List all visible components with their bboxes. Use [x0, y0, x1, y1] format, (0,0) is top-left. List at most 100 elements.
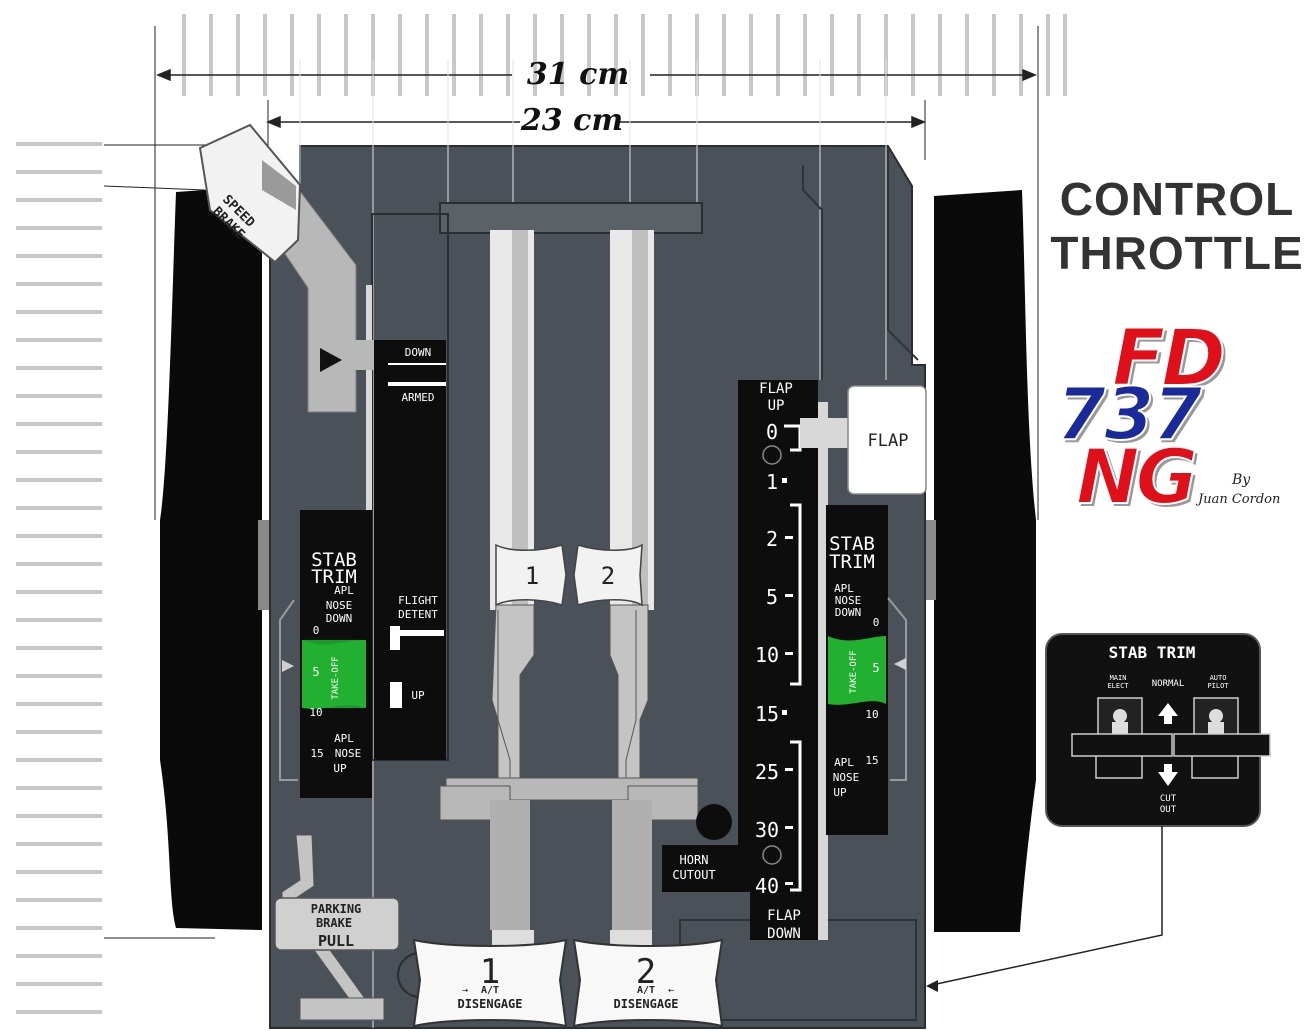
flap-lever-label: FLAP: [868, 431, 909, 451]
flight-detent-mark: [390, 626, 400, 650]
speed-brake-panel: [374, 340, 446, 760]
stab-trim-right-title-2: TRIM: [829, 551, 875, 573]
normal-arrow-icon: [1158, 703, 1178, 724]
stab-trim-right-takeoff: TAKE-OFF: [849, 650, 859, 693]
at-disengage-2-label: DISENGAGE: [613, 997, 678, 1011]
flight-detent-bar: [390, 630, 444, 636]
stab-trim-right-tick-15: 15: [865, 754, 878, 767]
top-crossbar: [439, 202, 703, 234]
stab-trim-left-up: UP: [333, 762, 347, 775]
stab-trim-right-tick-0: 0: [873, 616, 880, 629]
speed-brake-arm: [348, 340, 374, 370]
flap-lever-handle[interactable]: [847, 385, 927, 495]
flap-tick-marks: [782, 478, 793, 885]
flap-lever-arm: [800, 418, 852, 448]
flap-gate-icon: [762, 845, 782, 865]
stab-trim-panel-title: STAB TRIM: [1109, 643, 1196, 662]
speed-brake-handle[interactable]: [198, 123, 302, 264]
speed-brake-armed-label: ARMED: [401, 391, 434, 404]
left-ruler: [16, 142, 102, 1014]
stab-trim-right-apl-2: APL: [834, 756, 854, 769]
left-grip-pin: [258, 520, 272, 610]
toga-crossbar: [439, 777, 699, 946]
horn-cutout-label-1: HORN: [680, 853, 709, 867]
stab-trim-panel-normal: NORMAL: [1152, 679, 1185, 689]
at-disengage-1-label: DISENGAGE: [457, 997, 522, 1011]
speed-brake-down-label: DOWN: [405, 346, 432, 359]
dimension-inner: 23 cm: [520, 103, 623, 138]
stab-trim-panel-main-elect: MAIN: [1110, 674, 1127, 682]
speed-brake-pointer: [320, 348, 342, 372]
title-line-2: THROTTLE: [1050, 227, 1304, 279]
cutout-arrow-icon: [1158, 764, 1178, 786]
stab-trim-panel-pilot: PILOT: [1207, 682, 1229, 690]
parking-brake-label-1: PARKING: [311, 902, 362, 916]
at-disengage-2-arrow: ←: [668, 985, 674, 996]
stab-trim-panel-cut: CUT: [1160, 794, 1177, 804]
flap-header-2: UP: [768, 398, 785, 414]
flap-pos-10: 10: [755, 643, 779, 667]
logo-author: Juan Cordon: [1198, 492, 1281, 507]
at-disengage-1[interactable]: [412, 938, 568, 1028]
at-disengage-2[interactable]: [572, 938, 724, 1028]
logo-737: 737: [1055, 371, 1203, 457]
at-disengage-1-number: 1: [480, 952, 500, 992]
flap-pos-25: 25: [755, 760, 779, 784]
flight-detent-label-2: DETENT: [398, 608, 438, 621]
flap-pos-2: 2: [766, 527, 778, 551]
title-line-1: CONTROL: [1059, 173, 1295, 225]
flap-pos-30: 30: [755, 818, 779, 842]
parking-brake-label-3: PULL: [318, 932, 354, 950]
stab-trim-right-title-1: STAB: [829, 533, 875, 555]
stab-trim-right-down: DOWN: [835, 606, 862, 619]
thrust-lever-2-number: 2: [601, 562, 615, 590]
stab-trim-left-nose-2: NOSE: [335, 747, 362, 760]
flap-rail: [818, 402, 828, 940]
at-disengage-1-arrow: →: [462, 985, 468, 996]
flap-gate-icon: [762, 445, 782, 465]
top-ruler: [182, 14, 1067, 96]
at-disengage-2-at: A/T: [637, 985, 655, 996]
parking-brake-label-2: BRAKE: [316, 916, 352, 930]
stab-trim-switches[interactable]: [1071, 697, 1271, 779]
speed-brake-up-label: UP: [411, 689, 425, 702]
body-bevel: [802, 165, 823, 380]
flap-pos-15: 15: [755, 702, 779, 726]
stab-trim-left-takeoff: TAKE-OFF: [331, 656, 341, 699]
flap-pos-1: 1: [766, 470, 778, 494]
parking-brake-base: [299, 997, 385, 1021]
logo-ng: NG: [1075, 431, 1199, 522]
right-grip-pin: [924, 520, 936, 600]
stab-trim-left-nose: NOSE: [326, 599, 353, 612]
stab-trim-left-apl-2: APL: [334, 732, 354, 745]
up-mark: [390, 682, 402, 708]
left-side-grip: [160, 186, 262, 930]
handle-slot: [262, 160, 296, 210]
stab-trim-left-tick-5: 5: [312, 665, 319, 679]
at-disengage-2-number: 2: [636, 952, 656, 992]
horn-cutout-label-2: CUTOUT: [672, 868, 715, 882]
stab-trim-panel-auto: AUTO: [1210, 674, 1227, 682]
flap-panel: [662, 380, 818, 940]
stab-trim-left-title-2: TRIM: [311, 566, 357, 588]
flap-footer-1: FLAP: [767, 908, 801, 924]
parking-brake-handle[interactable]: [274, 897, 400, 951]
logo-by: By: [1232, 472, 1251, 488]
stab-trim-panel-out: OUT: [1160, 805, 1177, 815]
dimension-outer: 31 cm: [527, 57, 629, 92]
stab-trim-right-up: UP: [833, 786, 847, 799]
cutout-pointer-arrow: [926, 980, 938, 992]
stab-trim-right-nose-2: NOSE: [833, 771, 860, 784]
right-side-grip: [934, 190, 1036, 932]
stab-trim-left-tick-0: 0: [313, 624, 320, 637]
stab-trim-left-apl: APL: [334, 584, 354, 597]
stab-trim-right-nose: NOSE: [835, 594, 862, 607]
stab-trim-right-tick-10: 10: [865, 708, 878, 721]
stab-trim-left-down: DOWN: [326, 612, 353, 625]
dimension-lines: [103, 26, 1039, 939]
cutout-pointer-line: [931, 826, 1163, 986]
stab-trim-left: [279, 510, 372, 798]
flap-pos-40: 40: [755, 874, 779, 898]
horn-cutout-button[interactable]: [696, 804, 732, 840]
